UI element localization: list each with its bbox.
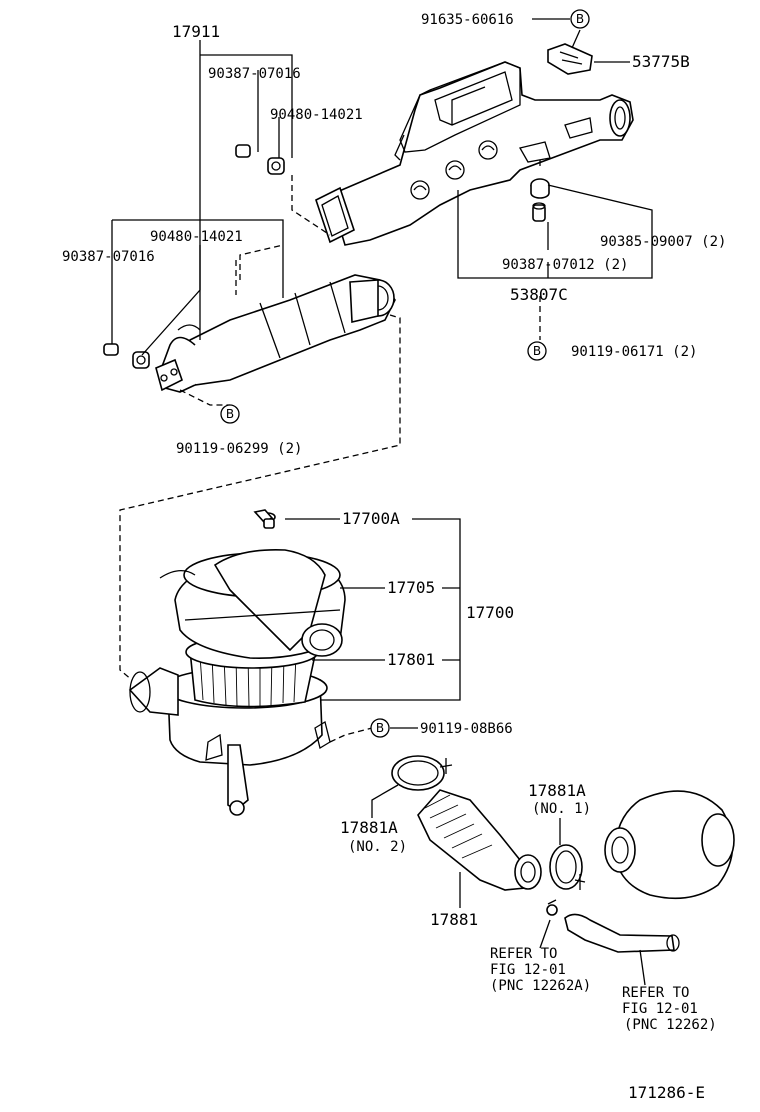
callout-b-90119-06171: B (527, 341, 547, 361)
intake-duct-53807c (315, 61, 634, 246)
grommet-90480-14021-mid (132, 351, 150, 369)
refer-12262a-line1: REFER TO (490, 946, 557, 962)
pin-90387-07012 (532, 202, 546, 222)
dashed-leaders (119, 160, 541, 743)
label-91635-60616: 91635-60616 (421, 12, 514, 28)
air-duct-17911 (155, 274, 396, 393)
label-90119-06299: 90119-06299 (2) (176, 441, 302, 457)
svg-text:B: B (533, 344, 541, 358)
label-53807c: 53807C (510, 285, 568, 304)
label-17881a-no2-sub: (NO. 2) (348, 839, 407, 855)
label-90387-07016-mid: 90387-07016 (62, 249, 155, 265)
refer-12262-line3: (PNC 12262) (624, 1017, 717, 1033)
label-90119-08b66: 90119-08B66 (420, 721, 513, 737)
part-labels: 17911 90387-07016 90480-14021 90480-1402… (62, 12, 726, 1102)
hose-17881 (417, 789, 542, 891)
label-17801: 17801 (387, 650, 435, 669)
label-17881a-no1: 17881A (528, 781, 586, 800)
label-90387-07016-top: 90387-07016 (208, 66, 301, 82)
clamp-17881a-no2 (391, 755, 453, 791)
label-17881: 17881 (430, 910, 478, 929)
label-90480-14021-top: 90480-14021 (270, 107, 363, 123)
clamp-17881a-no1 (549, 844, 586, 890)
turbocharger (604, 790, 735, 900)
label-90119-06171: 90119-06171 (2) (571, 344, 697, 360)
label-90387-07012: 90387-07012 (2) (502, 257, 628, 273)
label-90385-09007: 90385-09007 (2) (600, 234, 726, 250)
label-90480-14021-mid: 90480-14021 (150, 229, 243, 245)
figure-id: 171286-E (628, 1083, 705, 1102)
label-17881a-no1-sub: (NO. 1) (532, 801, 591, 817)
grommet-90480-14021-top (267, 157, 285, 175)
refer-12262-line1: REFER TO (622, 985, 689, 1001)
clip-53775b (547, 43, 593, 75)
refer-12262a-line2: FIG 12-01 (490, 962, 566, 978)
label-17881a-no2: 17881A (340, 818, 398, 837)
air-cleaner-17700 (128, 509, 346, 816)
callout-b-90119-08b66: B (370, 718, 390, 738)
label-17911: 17911 (172, 22, 220, 41)
pin-90387-07016-mid (103, 343, 119, 356)
svg-text:B: B (226, 407, 234, 421)
refer-12262a-line3: (PNC 12262A) (490, 978, 591, 994)
fitting-12262a (546, 899, 558, 916)
label-53775b: 53775B (632, 52, 690, 71)
pin-90387-07016-top (235, 144, 251, 158)
grommet-90385-09007 (530, 178, 550, 199)
callout-b-91635: B (570, 9, 590, 29)
hose-12262 (564, 913, 680, 953)
refer-12262-line2: FIG 12-01 (622, 1001, 698, 1017)
svg-text:B: B (376, 721, 384, 735)
label-17705: 17705 (387, 578, 435, 597)
label-17700: 17700 (466, 603, 514, 622)
leader-lines (111, 18, 653, 986)
label-17700a: 17700A (342, 509, 400, 528)
svg-text:B: B (576, 12, 584, 26)
callout-b-90119-06299: B (220, 404, 240, 424)
